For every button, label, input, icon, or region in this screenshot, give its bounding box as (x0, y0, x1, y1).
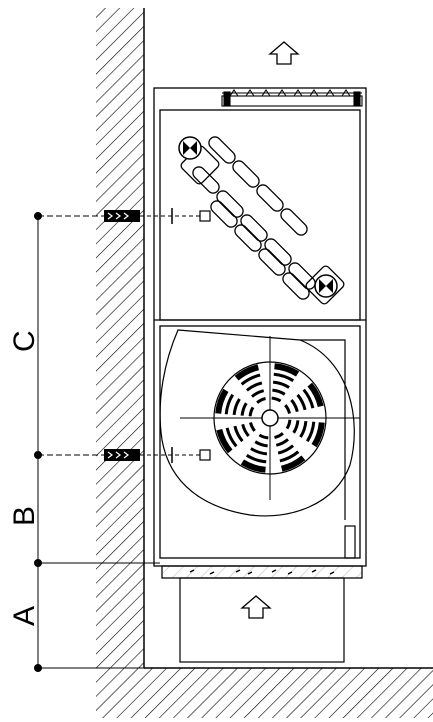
fan-blade (249, 422, 256, 432)
coil-slot (240, 214, 268, 242)
fan-blade (241, 423, 250, 437)
heat-exchanger-coil (180, 136, 345, 305)
coil-slot (256, 184, 284, 212)
fan-housing (159, 329, 356, 559)
fan-blade (299, 420, 308, 438)
fan-blade (271, 396, 282, 403)
bottom-filter (161, 565, 363, 663)
fan-blade (302, 388, 315, 409)
coil-slot (208, 136, 236, 164)
coil-slot (288, 262, 316, 290)
fan-blade (290, 399, 299, 413)
floor (96, 667, 433, 718)
fan-blade (280, 455, 306, 472)
valve-icon (178, 136, 202, 160)
fan-blade (258, 433, 269, 440)
fan-blade (292, 420, 300, 434)
fan-blade (245, 453, 267, 464)
fan-impeller-icon (180, 336, 360, 500)
wall-anchor-icon (104, 208, 211, 224)
coil-slot (264, 238, 292, 266)
fan-blade (216, 428, 233, 454)
coil-slot (258, 248, 286, 276)
coil-slot (280, 208, 308, 236)
fan-blade (232, 398, 241, 416)
fan-blade (284, 404, 291, 414)
fan-blade (272, 380, 290, 389)
fan-blade (311, 422, 325, 448)
fan-blade (215, 388, 229, 414)
dimension-label-b: B (8, 505, 41, 526)
fan-blade (225, 427, 238, 448)
fan-blade (296, 393, 307, 411)
fan-blade (233, 425, 244, 443)
valve-icon (314, 274, 338, 298)
fan-blade (240, 373, 261, 386)
fan-blade (277, 444, 295, 455)
fan-blade (245, 381, 263, 392)
fan-blade (250, 447, 268, 456)
fan-blade (240, 402, 248, 416)
fan-blade (254, 440, 268, 448)
dimension-label-a: A (8, 605, 41, 626)
airflow-up-arrow-icon (240, 595, 272, 619)
coil-slot (234, 224, 262, 252)
fan-blade (234, 364, 260, 381)
fan-blade (256, 397, 266, 404)
coil-slot (282, 272, 310, 300)
fan-blade (307, 382, 324, 408)
fan-blade (274, 432, 284, 439)
wall (96, 8, 145, 668)
coil-slot (192, 166, 220, 194)
coil-slot (210, 200, 238, 228)
fan-blade (285, 419, 292, 430)
dimension-label-c: C (8, 330, 41, 352)
fan-blade (240, 459, 266, 473)
fan-blade (224, 393, 235, 415)
airflow-up-arrow-icon (268, 41, 300, 65)
fan-blade (275, 438, 289, 447)
fan-blade (272, 388, 286, 396)
coil-slot (216, 190, 244, 218)
fan-blade (251, 389, 265, 398)
fan-blade (248, 406, 255, 417)
wall-anchor-icon (104, 447, 211, 463)
fan-blade (305, 421, 316, 443)
fan-blade (279, 450, 300, 463)
coil-slot (232, 160, 260, 188)
fan-blade (273, 372, 295, 383)
fan-blade (274, 363, 300, 377)
dimension-lines (34, 212, 160, 672)
top-grille (221, 89, 363, 107)
